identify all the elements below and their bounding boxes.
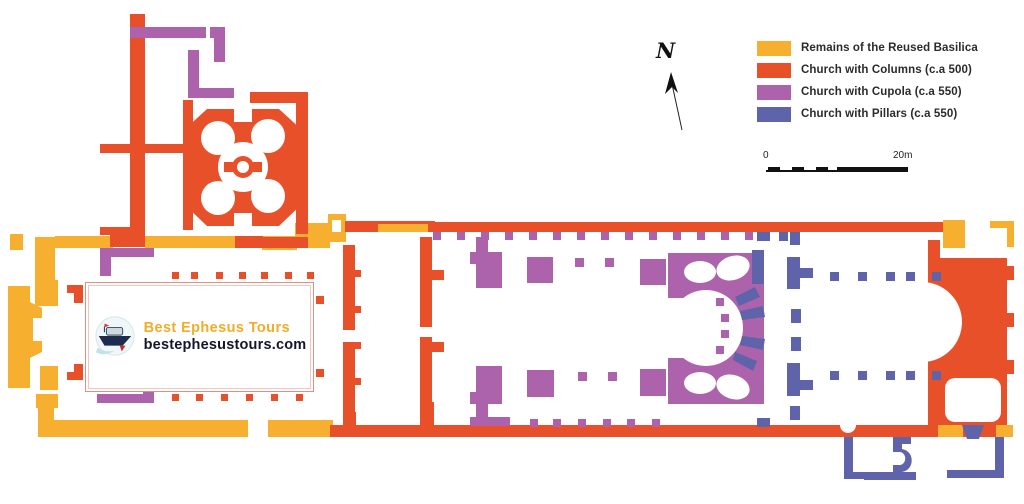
north-label: N [656, 38, 676, 63]
west-apse [8, 286, 42, 388]
watermark-url: bestephesustours.com [143, 337, 307, 353]
legend-label: Church with Pillars (c.a 550) [801, 108, 958, 120]
north-arrow-icon [665, 72, 683, 131]
watermark-box: Best Ephesus Tours bestephesustours.com [85, 282, 314, 392]
legend-swatch-columns [757, 62, 791, 78]
legend: Remains of the Reused Basilica Church wi… [757, 40, 1017, 128]
legend-label: Church with Columns (c.a 500) [801, 64, 972, 76]
atrium-south-wall [38, 420, 248, 437]
north-wall-caps [433, 232, 753, 240]
baptistery-font-icon [224, 156, 262, 178]
legend-item: Church with Columns (c.a 500) [757, 62, 1017, 78]
legend-swatch-pillars [757, 106, 791, 122]
watermark-title: Best Ephesus Tours [143, 320, 290, 337]
bema-horseshoe [669, 290, 743, 366]
east-colonnade-dots [830, 272, 941, 380]
legend-item: Remains of the Reused Basilica [757, 40, 1017, 56]
east-room [945, 378, 1001, 422]
scale-start-label: 0 [763, 150, 769, 161]
crossing-cutouts [650, 255, 750, 400]
legend-swatch-basilica [757, 40, 791, 56]
plan-church-with-pillars [733, 232, 1004, 480]
nave-piers-north [470, 237, 666, 288]
east-pier-line [787, 232, 813, 420]
south-doorway-arc [840, 417, 856, 433]
north-chapel [130, 27, 234, 98]
legend-label: Church with Cupola (c.a 550) [801, 86, 962, 98]
plan-reused-basilica-overlays [378, 220, 1014, 437]
northwest-wall [130, 14, 145, 234]
southeast-annex [844, 425, 1004, 480]
nave-piers-south [470, 366, 666, 418]
east-apse-interior [882, 282, 962, 362]
north-arrow: N [648, 38, 698, 138]
scale-bar-line [766, 167, 908, 172]
legend-item: Church with Cupola (c.a 550) [757, 84, 1017, 100]
bema-dot-arc [716, 298, 729, 354]
legend-item: Church with Pillars (c.a 550) [757, 106, 1017, 122]
legend-swatch-cupola [757, 84, 791, 100]
legend-label: Remains of the Reused Basilica [801, 42, 978, 54]
atrium-colonnade-dots [172, 272, 324, 401]
south-wall-caps [470, 417, 660, 427]
ship-logo-icon [95, 316, 135, 356]
scale-bar: 0 20m [760, 150, 920, 178]
scale-end-label: 20m [893, 150, 913, 161]
south-wall [330, 425, 1010, 437]
